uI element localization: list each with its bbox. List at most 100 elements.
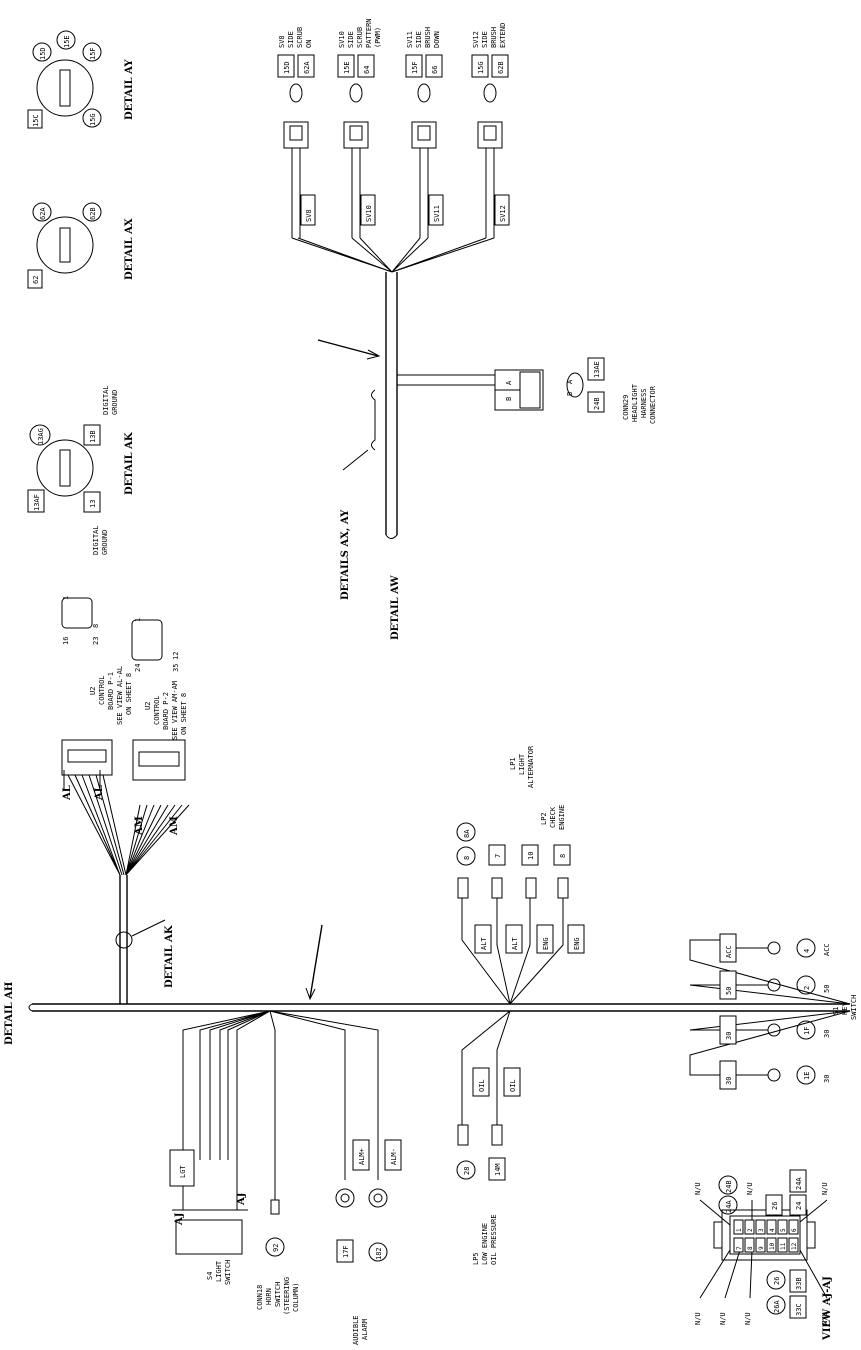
detail-aw-title: DETAIL AW [390,575,401,640]
svg-text:LOW ENGINE: LOW ENGINE [481,1223,489,1265]
svg-text:4: 4 [803,949,811,953]
svg-text:26A: 26A [773,1300,781,1313]
svg-text:62A: 62A [39,207,47,220]
u2-branch [67,774,190,1004]
svg-text:SIDE: SIDE [347,31,355,48]
svg-text:4: 4 [769,1228,776,1232]
svg-text:24A: 24A [725,1200,733,1213]
svg-text:6: 6 [791,1228,798,1232]
svg-text:CONN18: CONN18 [256,1285,264,1310]
lamp-branch: ALT ALT ENG ENG 8 8A 7 10 8 LP1 LIGHT AL… [456,745,585,1005]
svg-text:CONTROL: CONTROL [98,675,106,705]
svg-text:5: 5 [780,1228,787,1232]
svg-text:SEE VIEW AM-AM: SEE VIEW AM-AM [171,681,179,740]
harness-aw [291,237,495,539]
svg-text:GROUND: GROUND [111,390,119,415]
svg-text:U2: U2 [144,702,152,710]
svg-text:15F: 15F [411,61,419,74]
svg-text:OIL PRESSURE: OIL PRESSURE [490,1214,498,1265]
svg-text:15C: 15C [32,114,40,127]
svg-text:SCRUB: SCRUB [356,27,364,48]
svg-text:CONN29: CONN29 [622,395,630,420]
svg-text:62B: 62B [89,207,97,220]
u2-p2-connector: AM AM [132,739,186,836]
svg-text:ALT: ALT [480,937,488,950]
svg-text:8A: 8A [463,829,471,838]
svg-text:8: 8 [559,854,567,858]
svg-text:N/U: N/U [746,1182,754,1195]
detail-ay-title: DETAIL AY [124,59,135,120]
section-al-1: AL [62,785,73,801]
svg-text:182: 182 [375,1247,383,1260]
svg-text:11: 11 [780,1242,787,1250]
svg-text:SIDE: SIDE [481,31,489,48]
svg-text:1F: 1F [803,1027,811,1035]
svg-text:17F: 17F [342,1245,350,1258]
svg-text:26: 26 [771,1202,779,1210]
svg-text:N/U: N/U [821,1312,829,1325]
svg-text:DOWN: DOWN [433,31,441,48]
oil-pressure-branch: OIL OIL 28 14M LP5 LOW ENGINE OIL PRESSU… [456,1010,521,1265]
svg-text:92: 92 [272,1244,280,1252]
svg-text:HEADLIGHT: HEADLIGHT [631,383,639,422]
svg-text:1E: 1E [803,1072,811,1080]
svg-text:8: 8 [463,856,471,860]
svg-text:ACC: ACC [823,943,831,956]
svg-text:LIGHT: LIGHT [215,1260,223,1282]
svg-text:ALARM: ALARM [361,1319,369,1340]
svg-text:DIGITAL: DIGITAL [102,385,110,415]
svg-text:S4: S4 [206,1272,214,1280]
svg-text:7: 7 [494,854,502,858]
svg-text:COLUMN): COLUMN) [292,1282,300,1312]
svg-text:SEE VIEW AL-AL: SEE VIEW AL-AL [116,666,124,725]
svg-text:BOARD P-2: BOARD P-2 [162,692,170,730]
svg-text:23: 23 [92,637,100,645]
detail-ax-title: DETAIL AX [124,218,135,280]
svg-text:LP1: LP1 [509,757,517,770]
svg-text:HORN: HORN [265,1288,273,1305]
svg-text:33C: 33C [795,1303,803,1316]
u2-p1-connector: AL AL [61,739,113,801]
detail-ax: 62A 62B 62 [27,202,102,289]
svg-text:13: 13 [89,500,97,508]
svg-text:S1: S1 [832,1007,840,1015]
svg-text:1: 1 [62,596,70,600]
svg-text:LP2: LP2 [540,812,548,825]
main-harness-trunk [28,1003,850,1012]
svg-text:12: 12 [791,1242,798,1250]
svg-text:2: 2 [747,1228,754,1232]
svg-text:OIL: OIL [478,1079,486,1092]
svg-text:ENG: ENG [573,937,581,950]
svg-text:13AG: 13AG [37,428,45,445]
lower-left-branch: LGT AJ AJ S4 LIGHT SWITCH 92 CONN18 HORN… [169,1010,402,1345]
svg-text:9: 9 [758,1246,765,1250]
svg-text:ALM-: ALM- [390,1148,398,1165]
svg-text:30: 30 [823,1075,831,1083]
svg-text:15G: 15G [89,113,97,126]
svg-text:13AF: 13AF [33,494,41,511]
svg-text:N/U: N/U [719,1312,727,1325]
svg-text:N/U: N/U [694,1182,702,1195]
detail-ah-title: DETAIL AH [4,982,15,1045]
svg-text:ON SHEET 8: ON SHEET 8 [125,673,133,715]
svg-text:AUDIBLE: AUDIBLE [352,1315,360,1345]
section-aj-1: AJ [174,1212,185,1226]
svg-text:SV8: SV8 [278,35,286,48]
svg-text:24B: 24B [725,1180,733,1193]
svg-text:13B: 13B [89,430,97,443]
view-aj-aj: 24B 24A 26 24 24A 26 26A 33B 33C N/U N/U… [694,1169,829,1325]
svg-text:8: 8 [92,624,100,628]
view-aj-title: VIEW AJ-AJ [822,1276,833,1341]
svg-text:24B: 24B [593,397,601,410]
svg-text:62: 62 [32,276,40,284]
svg-text:28: 28 [463,1167,471,1175]
svg-text:ENG: ENG [542,937,550,950]
svg-text:U2: U2 [89,687,97,695]
svg-text:ENGINE: ENGINE [558,805,566,830]
section-aj-2: AJ [236,1192,247,1206]
svg-text:ON: ON [305,40,313,48]
svg-text:(PWM): (PWM) [374,27,382,48]
